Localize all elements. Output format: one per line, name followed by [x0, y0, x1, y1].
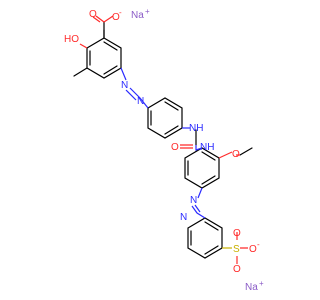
azo1-nitrogen-1: N	[121, 80, 128, 91]
sulfo-oxygen-right-charge: -	[257, 240, 260, 249]
sodium-charge-top: +	[145, 7, 150, 16]
methyl-bond	[73, 67, 88, 77]
bonds-carbon	[73, 21, 253, 259]
sulfo-oxygen-bottom: O	[233, 264, 241, 275]
bonds-oxygen	[79, 15, 248, 264]
azo1-bonds	[120, 67, 149, 109]
carbonyl-oxygen: O	[89, 9, 97, 20]
carboxylate-oxygen-charge: -	[119, 8, 122, 17]
sodium-label-bottom: Na	[245, 282, 258, 293]
carboxylate-oxygen: O	[112, 12, 120, 23]
hydroxyl-bond	[79, 43, 88, 49]
amide-bond-2	[195, 145, 203, 151]
urea-oxygen: O	[171, 142, 179, 153]
methoxy-bonds	[218, 151, 240, 159]
ring3-bonds	[184, 147, 220, 189]
sodium-label-top: Na	[131, 10, 144, 21]
bonds-nitrogen	[120, 67, 206, 219]
urea-carbonyl-bond	[180, 144, 193, 149]
azo2-nitrogen-2: N	[180, 212, 187, 223]
azo2-nitrogen-1: N	[190, 195, 197, 206]
atom-labels: Na + O - O HO N N NH O NH O N N S O - O …	[64, 7, 264, 293]
amide-nh-1: NH	[189, 123, 203, 134]
hydroxyl-label: HO	[64, 34, 79, 45]
methoxy-oxygen: O	[232, 149, 240, 160]
sulfo-o-bonds	[236, 232, 248, 264]
sulfo-oxygen-right: O	[249, 244, 257, 255]
sulfur-label: S	[233, 244, 240, 255]
sodium-charge-bottom: +	[259, 279, 264, 288]
azo1-nitrogen-2: N	[137, 96, 144, 107]
ring4-bonds	[187, 217, 223, 259]
carboxylate-bonds	[92, 15, 114, 23]
azo2-bonds	[191, 187, 206, 219]
ring2-bonds	[147, 97, 183, 139]
molecule-diagram: Na + O - O HO N N NH O NH O N N S O - O …	[64, 7, 264, 293]
sulfo-oxygen-top: O	[233, 228, 241, 239]
amide-nh-2: NH	[200, 142, 214, 153]
methoxy-methyl-bond	[239, 147, 253, 156]
